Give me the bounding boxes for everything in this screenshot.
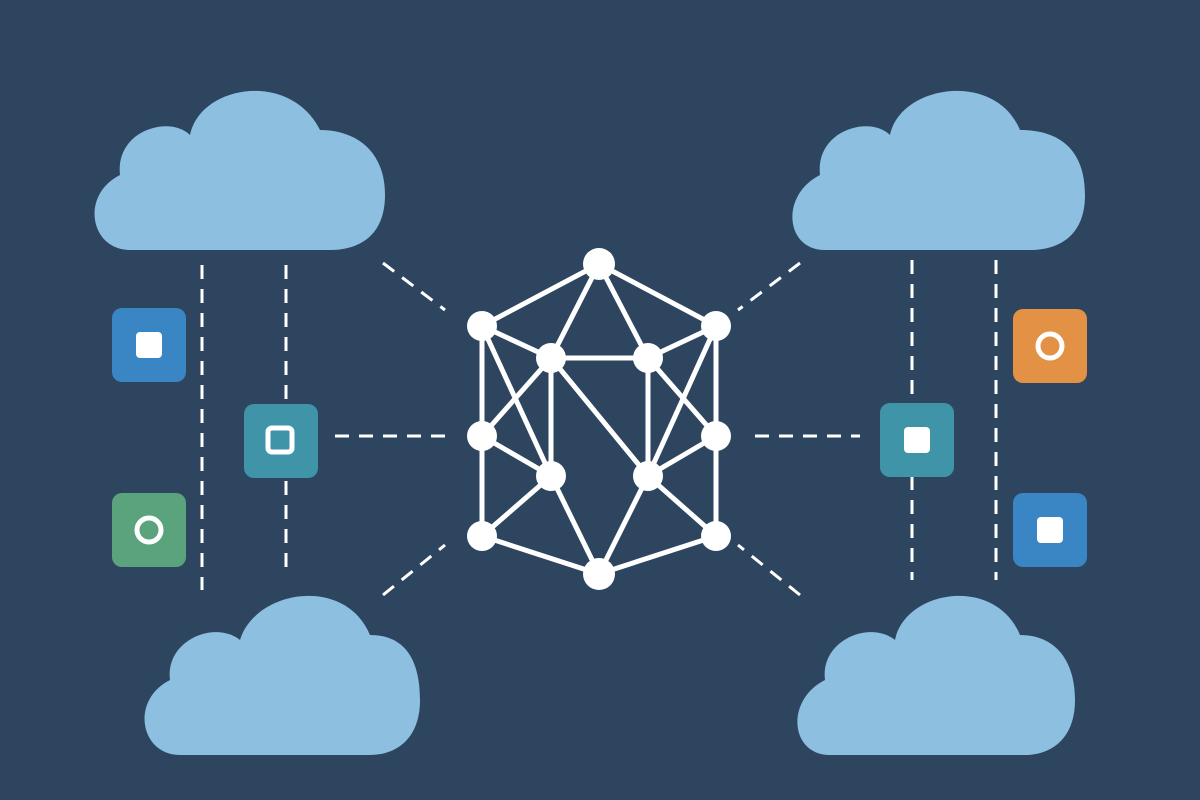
mesh-nodes [467,248,731,590]
cloud-top-left [94,90,386,251]
circle-icon [1035,331,1065,361]
mesh-edge [548,261,602,361]
mesh-edge [596,261,719,329]
mesh-node [467,311,497,341]
mesh-node [467,421,497,451]
circle-icon [134,515,164,545]
mesh-node [701,521,731,551]
tile-blue-right [1013,493,1087,567]
mesh-edge [479,473,554,539]
tile-blue-left [112,308,186,382]
mesh-edge [596,473,651,577]
cloud-bottom-left [144,595,421,755]
mesh-edge [645,473,719,539]
mesh-edge [645,323,719,479]
mesh-node [467,521,497,551]
mesh-node [701,421,731,451]
mesh-node [701,311,731,341]
mesh-edge [479,261,602,329]
mesh-edge [548,355,651,479]
mesh-node [583,558,615,590]
square-icon [1037,517,1063,543]
mesh-node [583,248,615,280]
tile-teal-left [244,404,318,478]
mesh-edge [548,473,602,577]
mesh-node [536,343,566,373]
mesh-edges [479,261,719,577]
connectors [200,260,998,597]
mesh-edge [479,323,554,479]
cloud-bottom-right [797,595,1075,755]
square-icon [136,332,162,358]
connector-diag-bottom-left [382,543,446,597]
connector-diag-top-left [382,261,446,312]
connector-diag-top-right [737,261,801,312]
mesh-edge [596,533,719,577]
tile-green-left [112,493,186,567]
tile-teal-right [880,403,954,477]
connector-diag-bottom-right [737,543,801,597]
mesh-edge [479,533,602,577]
tile-orange-right [1013,309,1087,383]
mesh-edge [596,261,651,361]
mesh-node [633,461,663,491]
mesh-node [633,343,663,373]
mesh-edge [645,355,719,439]
square-icon [904,427,930,453]
mesh-edge [479,355,554,439]
square-outline-icon [265,425,295,455]
mesh-node [536,461,566,491]
network-mesh-icon [467,248,731,590]
cloud-top-right [792,90,1085,251]
